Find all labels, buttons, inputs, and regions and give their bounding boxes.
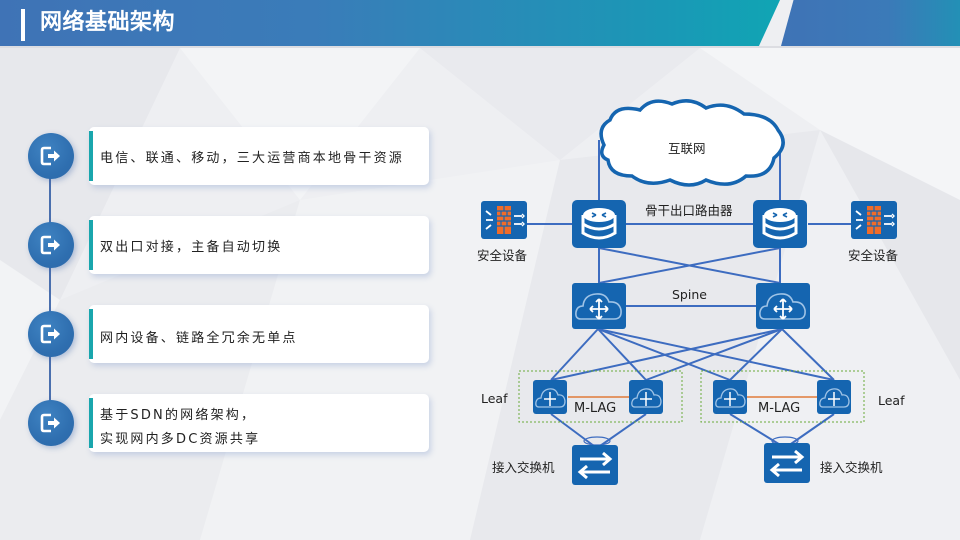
link-spine-leaf: [781, 328, 835, 381]
link-spine-leaf: [597, 328, 647, 381]
feature-card-1: 电信、联通、移动，三大运营商本地骨干资源: [89, 127, 429, 185]
header-band: [0, 0, 780, 46]
leaf-4-icon: [816, 379, 852, 415]
leaf-group-right: [700, 370, 865, 423]
router-left-icon: [570, 198, 628, 250]
feature-card-2: 双出口对接，主备自动切换: [89, 216, 429, 274]
leaf-2-icon: [628, 379, 664, 415]
router-label: 骨干出口路由器: [645, 203, 733, 218]
link-spine-leaf: [729, 328, 783, 381]
feature-card-4: 基于SDN的网络架构， 实现网内多DC资源共享: [89, 394, 429, 452]
firewall-right-icon: [850, 200, 898, 240]
card-accent-bar: [89, 220, 93, 270]
leaf-3-icon: [712, 379, 748, 415]
link-leaf-access: [599, 413, 647, 447]
mlag-right-label: M-LAG: [758, 401, 801, 416]
internet-label: 互联网: [668, 141, 706, 156]
feature-text-line-1: 基于SDN的网络架构，: [100, 408, 257, 423]
feature-bullet-3: [28, 311, 74, 357]
exit-arrow-icon: [40, 235, 60, 255]
feature-bullet-4: [28, 400, 74, 446]
timeline-line: [49, 150, 51, 430]
router-right-icon: [751, 198, 809, 250]
link-leaf-access: [787, 413, 835, 447]
link-leaf-access: [729, 413, 783, 447]
link-leaf-access: [550, 413, 595, 447]
leaf-right-label: Leaf: [878, 393, 905, 408]
internet-cloud-icon: [599, 99, 785, 187]
leaf-left-label: Leaf: [481, 391, 508, 406]
access-switch-left-icon: [570, 443, 620, 487]
link-spine-leaf: [550, 328, 599, 381]
header: 网络基础架构: [0, 0, 960, 46]
page-title: 网络基础架构: [40, 10, 176, 35]
header-band-right: [781, 0, 960, 46]
feature-text: 双出口对接，主备自动切换: [100, 240, 283, 255]
link-spine-leaf: [550, 328, 783, 381]
spine-right-icon: [755, 282, 811, 330]
card-accent-bar: [89, 309, 93, 359]
security-right-label: 安全设备: [848, 248, 899, 263]
title-accent-bar: [21, 9, 25, 41]
access-right-label: 接入交换机: [820, 460, 883, 475]
feature-text: 网内设备、链路全冗余无单点: [100, 331, 298, 346]
exit-arrow-icon: [40, 324, 60, 344]
exit-arrow-icon: [40, 146, 60, 166]
header-divider: [0, 46, 960, 48]
card-accent-bar: [89, 398, 93, 448]
feature-bullet-2: [28, 222, 74, 268]
feature-text-line-2: 实现网内多DC资源共享: [100, 432, 261, 447]
link-router-spine-rl: [598, 247, 781, 284]
spine-label: Spine: [672, 287, 707, 302]
access-switch-right-icon: [762, 441, 812, 485]
security-left-label: 安全设备: [477, 248, 528, 263]
card-accent-bar: [89, 131, 93, 181]
exit-arrow-icon: [40, 413, 60, 433]
access-left-label: 接入交换机: [492, 460, 555, 475]
mlag-left-label: M-LAG: [574, 401, 617, 416]
spine-left-icon: [571, 282, 627, 330]
leaf-1-icon: [532, 379, 568, 415]
feature-text: 电信、联通、移动，三大运营商本地骨干资源: [100, 151, 405, 166]
leaf-group-left: [518, 370, 683, 423]
firewall-left-icon: [480, 200, 528, 240]
feature-card-3: 网内设备、链路全冗余无单点: [89, 305, 429, 363]
feature-bullet-1: [28, 133, 74, 179]
